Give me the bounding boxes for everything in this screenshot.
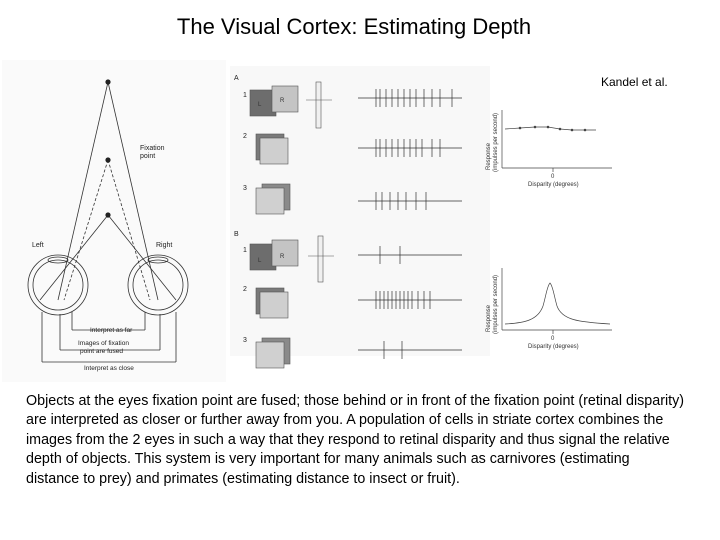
bar-stimuli	[306, 81, 334, 283]
row-b2-label: 2	[243, 286, 247, 293]
credit-label: Kandel et al.	[601, 75, 668, 89]
graph-b-xlabel: Disparity (degrees)	[528, 344, 579, 350]
section-a-label: A	[234, 75, 239, 82]
row-a1-label: 1	[243, 92, 247, 99]
response-graph-a-points	[518, 125, 587, 132]
section-b-label: B	[234, 231, 239, 238]
square-l-b: L	[258, 258, 262, 264]
interpret-close-label: Interpret as close	[84, 365, 134, 372]
interpret-far-label: Interpret as far	[90, 327, 133, 334]
fixation-label-1: Fixation	[140, 145, 165, 152]
graph-a-xlabel: Disparity (degrees)	[528, 182, 579, 188]
row-b3-label: 3	[243, 337, 247, 344]
graph-a-ylabel-1: Response	[486, 142, 492, 170]
images-fixation-label-1: Images of fixation	[78, 340, 129, 347]
spike-trains	[358, 89, 462, 359]
graph-b-tick: 0	[551, 336, 555, 342]
row-a2-label: 2	[243, 133, 247, 140]
stimulus-squares-a	[249, 85, 299, 215]
response-graph-b	[501, 268, 612, 334]
square-l-a: L	[258, 102, 262, 108]
graph-a-tick: 0	[551, 174, 555, 180]
eye-diagram	[2, 60, 226, 382]
left-eye-label: Left	[32, 242, 44, 249]
fixation-label-2: point	[140, 153, 155, 160]
square-r-b: R	[280, 254, 285, 260]
images-fixation-label-2: point are fused	[80, 348, 123, 355]
stimulus-squares-b	[249, 239, 299, 369]
square-r-a: R	[280, 98, 285, 104]
graph-a-ylabel-2: (impulses per second)	[493, 113, 499, 172]
graph-b-ylabel-2: (impulses per second)	[493, 275, 499, 334]
row-a3-label: 3	[243, 185, 247, 192]
right-eye-label: Right	[156, 242, 172, 249]
response-graph-a	[501, 110, 612, 172]
caption-text: Objects at the eyes fixation point are f…	[26, 393, 685, 487]
row-b1-label: 1	[243, 247, 247, 254]
eye-points	[105, 79, 111, 218]
graph-b-ylabel-1: Response	[486, 304, 492, 332]
slide-title: The Visual Cortex: Estimating Depth	[176, 14, 532, 39]
